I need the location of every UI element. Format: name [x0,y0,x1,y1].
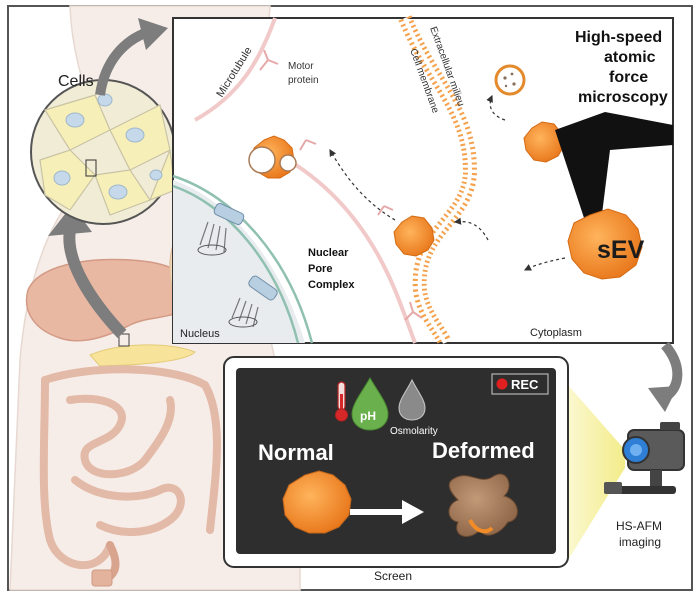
arrow-cells-to-panel [95,27,150,96]
title-line4: microscopy [578,89,668,106]
motor-protein-icon [259,49,423,321]
ph-label: pH [360,409,376,423]
ph-drop-icon [351,376,389,431]
screen-label: Screen [374,569,412,583]
title-line1: High-speed [575,29,662,46]
normal-vesicle [282,470,352,534]
title-line2: atomic [604,49,656,66]
rec-indicator [491,373,549,395]
vesicle-extracellular [523,121,565,163]
nucleus-region [173,180,305,343]
vesicle-open [494,64,526,96]
trajectory-arrows [329,94,566,271]
rec-label: REC [511,377,539,392]
deformed-vesicle-rim [468,519,494,534]
vesicle-cargo-small [279,154,297,172]
camera-icon [604,422,685,494]
vesicle-cargo-large [248,146,276,174]
npc-label-line2: Pore [308,263,332,275]
npc-label-line3: Complex [308,279,355,291]
nucleus-label: Nucleus [180,328,220,340]
intestines [39,365,221,584]
cells-label: Cells [58,73,94,90]
deformed-vesicle [448,473,518,537]
arrow-right-icon-head [402,500,424,524]
rectum [91,569,113,587]
nuclear-membrane-outer [172,174,314,344]
arrow-liver-to-cells-head [48,205,92,236]
arrow-panel-to-camera-head [648,386,678,412]
osmolarity-label: Osmolarity [390,426,438,437]
arrow-cells-to-panel-head [138,18,168,50]
osmolarity-drop-icon [398,378,426,421]
nuclear-pore-complex-2 [228,275,278,328]
vesicle-open-cargo [503,72,516,88]
deformed-label: Deformed [432,438,535,463]
liver-sample-box [118,333,130,347]
hsafm-label-line1: HS-AFM [616,519,662,533]
title-line3: force [609,69,648,86]
afm-cantilever [555,112,673,230]
vesicle-internalized [393,215,435,257]
cells-magnifier [30,79,176,225]
npc-label-line1: Nuclear [308,247,349,259]
cell-membrane-core [403,17,473,344]
sev-label: sEV [597,236,645,264]
nuclear-membrane-inner [172,184,300,344]
sev-vesicle [567,208,643,280]
motor-protein-label-line1: Motor [288,61,314,72]
normal-label: Normal [258,440,334,465]
nuclear-pore-complex-1 [197,203,245,256]
microtubule-1 [194,17,277,122]
rec-dot-icon [496,378,508,390]
pancreas-organ [89,344,196,367]
motor-protein-label-line2: protein [288,75,319,86]
arrow-liver-to-cells [63,229,127,339]
camera-beam [568,385,625,560]
cytoplasm-label: Cytoplasm [530,327,582,339]
thermometer-icon [335,381,348,422]
hsafm-label-line2: imaging [619,535,661,549]
microtubule-2 [269,148,417,344]
